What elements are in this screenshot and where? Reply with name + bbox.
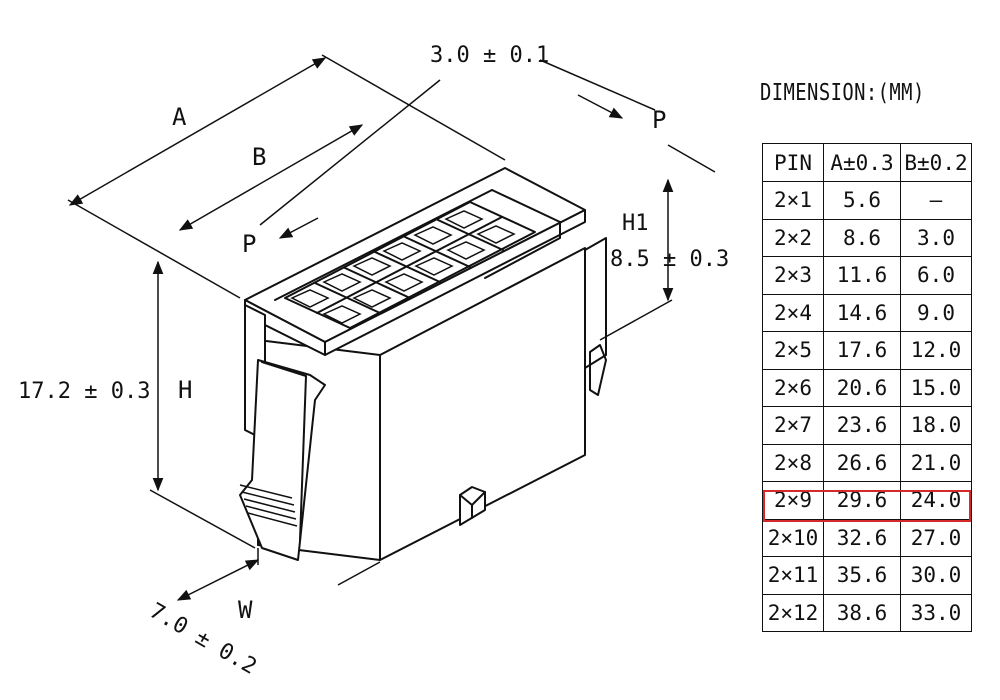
connector-body xyxy=(239,167,607,561)
header-a: A±0.3 xyxy=(823,143,901,182)
dim-label-w: W xyxy=(238,596,253,624)
cell-pin: 2×2 xyxy=(762,218,824,257)
cell-pin: 2×4 xyxy=(762,293,824,332)
cell-a: 26.6 xyxy=(823,443,901,482)
cell-pin: 2×9 xyxy=(762,481,824,520)
cell-b: 33.0 xyxy=(900,593,972,632)
cell-pin: 2×1 xyxy=(762,181,824,220)
cell-b: 15.0 xyxy=(900,368,972,407)
cell-a: 14.6 xyxy=(823,293,901,332)
cell-pin: 2×7 xyxy=(762,406,824,445)
cell-a: 11.6 xyxy=(823,256,901,295)
cell-a: 8.6 xyxy=(823,218,901,257)
cell-b: 6.0 xyxy=(900,256,972,295)
cell-b: 3.0 xyxy=(900,218,972,257)
cell-b: – xyxy=(900,181,972,220)
cell-pin: 2×6 xyxy=(762,368,824,407)
cell-a: 38.6 xyxy=(823,593,901,632)
cell-a: 35.6 xyxy=(823,556,901,595)
cell-b: 9.0 xyxy=(900,293,972,332)
cell-b: 21.0 xyxy=(900,443,972,482)
table-header-row: PIN A±0.3 B±0.2 xyxy=(762,143,972,182)
dim-label-pitch: 3.0 ± 0.1 xyxy=(430,43,549,68)
dim-label-h: H xyxy=(178,376,192,404)
dim-label-b: B xyxy=(252,143,266,171)
cell-pin: 2×8 xyxy=(762,443,824,482)
cell-a: 20.6 xyxy=(823,368,901,407)
cell-b: 24.0 xyxy=(900,481,972,520)
dim-label-p-left: P xyxy=(242,230,256,258)
dim-label-height-value: 17.2 ± 0.3 xyxy=(18,379,150,404)
dim-label-h1-value: 8.5 ± 0.3 xyxy=(610,247,729,272)
cell-a: 5.6 xyxy=(823,181,901,220)
cell-a: 32.6 xyxy=(823,518,901,557)
cell-pin: 2×11 xyxy=(762,556,824,595)
dim-label-p-right: P xyxy=(652,106,666,134)
cell-pin: 2×5 xyxy=(762,331,824,370)
dimension-lines xyxy=(67,54,716,601)
cell-b: 12.0 xyxy=(900,331,972,370)
cell-pin: 2×3 xyxy=(762,256,824,295)
cell-pin: 2×10 xyxy=(762,518,824,557)
header-pin: PIN xyxy=(762,143,824,182)
cell-b: 18.0 xyxy=(900,406,972,445)
table-title: DIMENSION:(MM) xyxy=(760,80,925,106)
cell-a: 29.6 xyxy=(823,481,901,520)
pin-cavities xyxy=(284,201,536,329)
cell-b: 27.0 xyxy=(900,518,972,557)
cell-pin: 2×12 xyxy=(762,593,824,632)
dim-label-h1: H1 xyxy=(622,211,649,236)
cell-a: 17.6 xyxy=(823,331,901,370)
dim-label-a: A xyxy=(172,103,187,131)
cell-a: 23.6 xyxy=(823,406,901,445)
header-b: B±0.2 xyxy=(900,143,972,182)
cell-b: 30.0 xyxy=(900,556,972,595)
